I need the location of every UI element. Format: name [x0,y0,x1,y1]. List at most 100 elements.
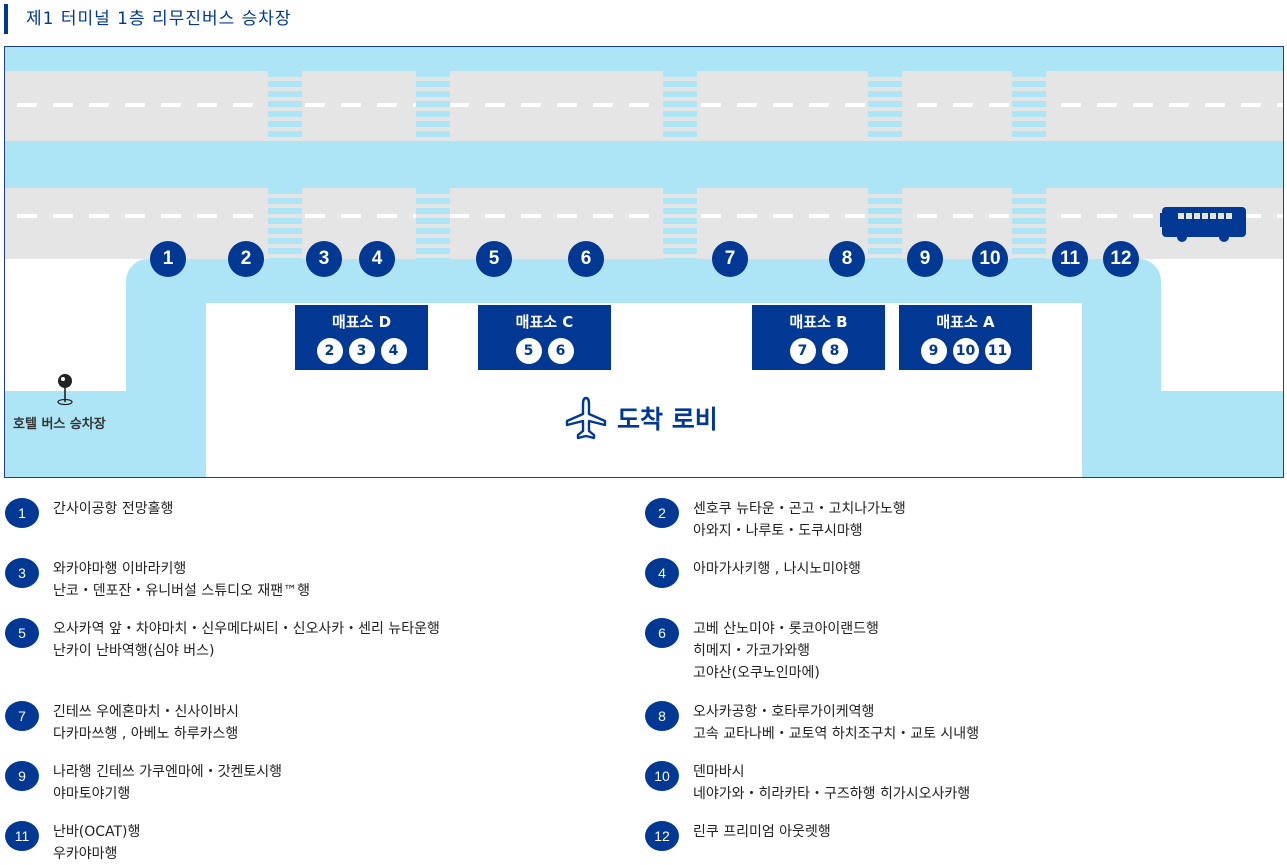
route-line: 나라행 긴테쓰 가쿠엔마에・갓켄토시행 [53,764,282,780]
bus-stop-2[interactable]: 2 [228,241,264,277]
stop-number-badge: 9 [5,761,39,791]
crosswalk [663,71,697,141]
stop-number-badge: 6 [645,618,679,648]
hotel-bus-stop-label: 호텔 버스 승차장 [13,417,106,432]
route-line: 히메지・가코가와행 [693,643,811,659]
legend-item: 4 아마가사키행 , 나시노미야행 [645,558,861,588]
crosswalk [868,71,902,141]
stop-badge: 4 [380,338,407,364]
legend-item: 12 린쿠 프리미엄 아웃렛행 [645,821,831,851]
arrival-lobby-label: 도착 로비 [617,405,718,434]
stop-number-badge: 4 [645,558,679,588]
crosswalk [1012,188,1046,259]
crosswalk [868,188,902,259]
ticket-office-label: 매표소 D [331,313,392,331]
route-line: 우카야마행 [53,846,118,862]
route-line: 고베 산노미야・롯코아이랜드행 [693,621,879,637]
route-line: 고야산(오쿠노인마에) [693,665,820,681]
stop-number-badge: 8 [645,701,679,731]
crosswalk [416,71,450,141]
stop-badge: 10 [952,338,979,364]
stop-number-badge: 2 [645,498,679,528]
route-line: 린쿠 프리미엄 아웃렛행 [693,824,831,840]
location-pin-icon [57,374,73,406]
road-lower [5,188,1283,259]
stop-number-badge: 12 [645,821,679,851]
route-line: 오사카역 앞・차야마치・신우메다씨티・신오사카・센리 뉴타운행 [53,621,440,637]
stop-number-badge: 1 [5,498,39,528]
stop-number-badge: 10 [645,761,679,791]
route-line: 아마가사키행 , 나시노미야행 [693,561,861,577]
bus-stop-12[interactable]: 12 [1103,241,1139,277]
bus-stop-11[interactable]: 11 [1052,241,1088,277]
route-line: 네야가와・히라카타・구즈하행 히가시오사카행 [693,786,971,802]
arrival-lobby: 도착 로비 [563,395,718,441]
route-line: 센호쿠 뉴타운・곤고・고치나가노행 [693,501,906,517]
bus-stop-3[interactable]: 3 [306,241,342,277]
route-line: 와카야마행 이바라키행 [53,561,187,577]
bus-stop-10[interactable]: 10 [972,241,1008,277]
route-line: 다카마쓰행 , 아베노 하루카스행 [53,726,239,742]
ticket-office-label: 매표소 A [936,313,995,331]
stop-number-badge: 5 [5,618,39,648]
stop-badge: 2 [316,338,343,364]
route-line: 긴테쓰 우에혼마치・신사이바시 [53,704,239,720]
bus-stop-6[interactable]: 6 [568,241,604,277]
stop-badge: 9 [920,338,947,364]
stop-number-badge: 3 [5,558,39,588]
median-walkway [5,141,1283,188]
stop-number-badge: 11 [5,821,39,851]
page-title: 제1 터미널 1층 리무진버스 승차장 [4,4,292,34]
bus-stop-9[interactable]: 9 [907,241,943,277]
legend-item: 1 간사이공항 전망홀행 [5,498,173,528]
ticket-office-label: 매표소 C [515,313,574,331]
route-line: 난코・덴포잔・유니버설 스튜디오 재팬™행 [53,583,310,599]
bus-stop-8[interactable]: 8 [829,241,865,277]
crosswalk [268,71,302,141]
route-line: 고속 교타나베・교토역 하치조구치・교토 시내행 [693,726,980,742]
crosswalk [416,188,450,259]
bus-stop-1[interactable]: 1 [150,241,186,277]
crosswalk [663,188,697,259]
route-line: 난카이 난바역행(심야 버스) [53,643,215,659]
route-line: 덴마바시 [693,764,745,780]
lane-marking [17,103,1283,107]
airplane-icon [565,396,607,440]
outer-area-right [1161,259,1283,391]
stop-badge: 7 [789,338,816,364]
crosswalk [268,188,302,259]
stop-badge: 8 [821,338,848,364]
stop-number-badge: 7 [5,701,39,731]
stop-badge: 6 [547,338,574,364]
crosswalk [1012,71,1046,141]
ticket-office-label: 매표소 B [789,313,848,331]
route-line: 야마토야기행 [53,786,131,802]
bus-stop-7[interactable]: 7 [712,241,748,277]
stop-badge: 11 [984,338,1011,364]
stop-badge: 3 [348,338,375,364]
bus-stop-5[interactable]: 5 [476,241,512,277]
stop-badge: 5 [515,338,542,364]
walkway-top [5,47,1283,71]
outer-area-left [5,259,126,391]
lane-marking [17,214,1283,218]
route-line: 간사이공항 전망홀행 [53,501,174,517]
route-line: 오사카공항・호타루가이케역행 [693,704,875,720]
bus-icon [1160,207,1246,242]
route-line: 난바(OCAT)행 [53,824,141,840]
route-line: 아와지・나루토・도쿠시마행 [693,523,863,539]
bus-stop-4[interactable]: 4 [359,241,395,277]
